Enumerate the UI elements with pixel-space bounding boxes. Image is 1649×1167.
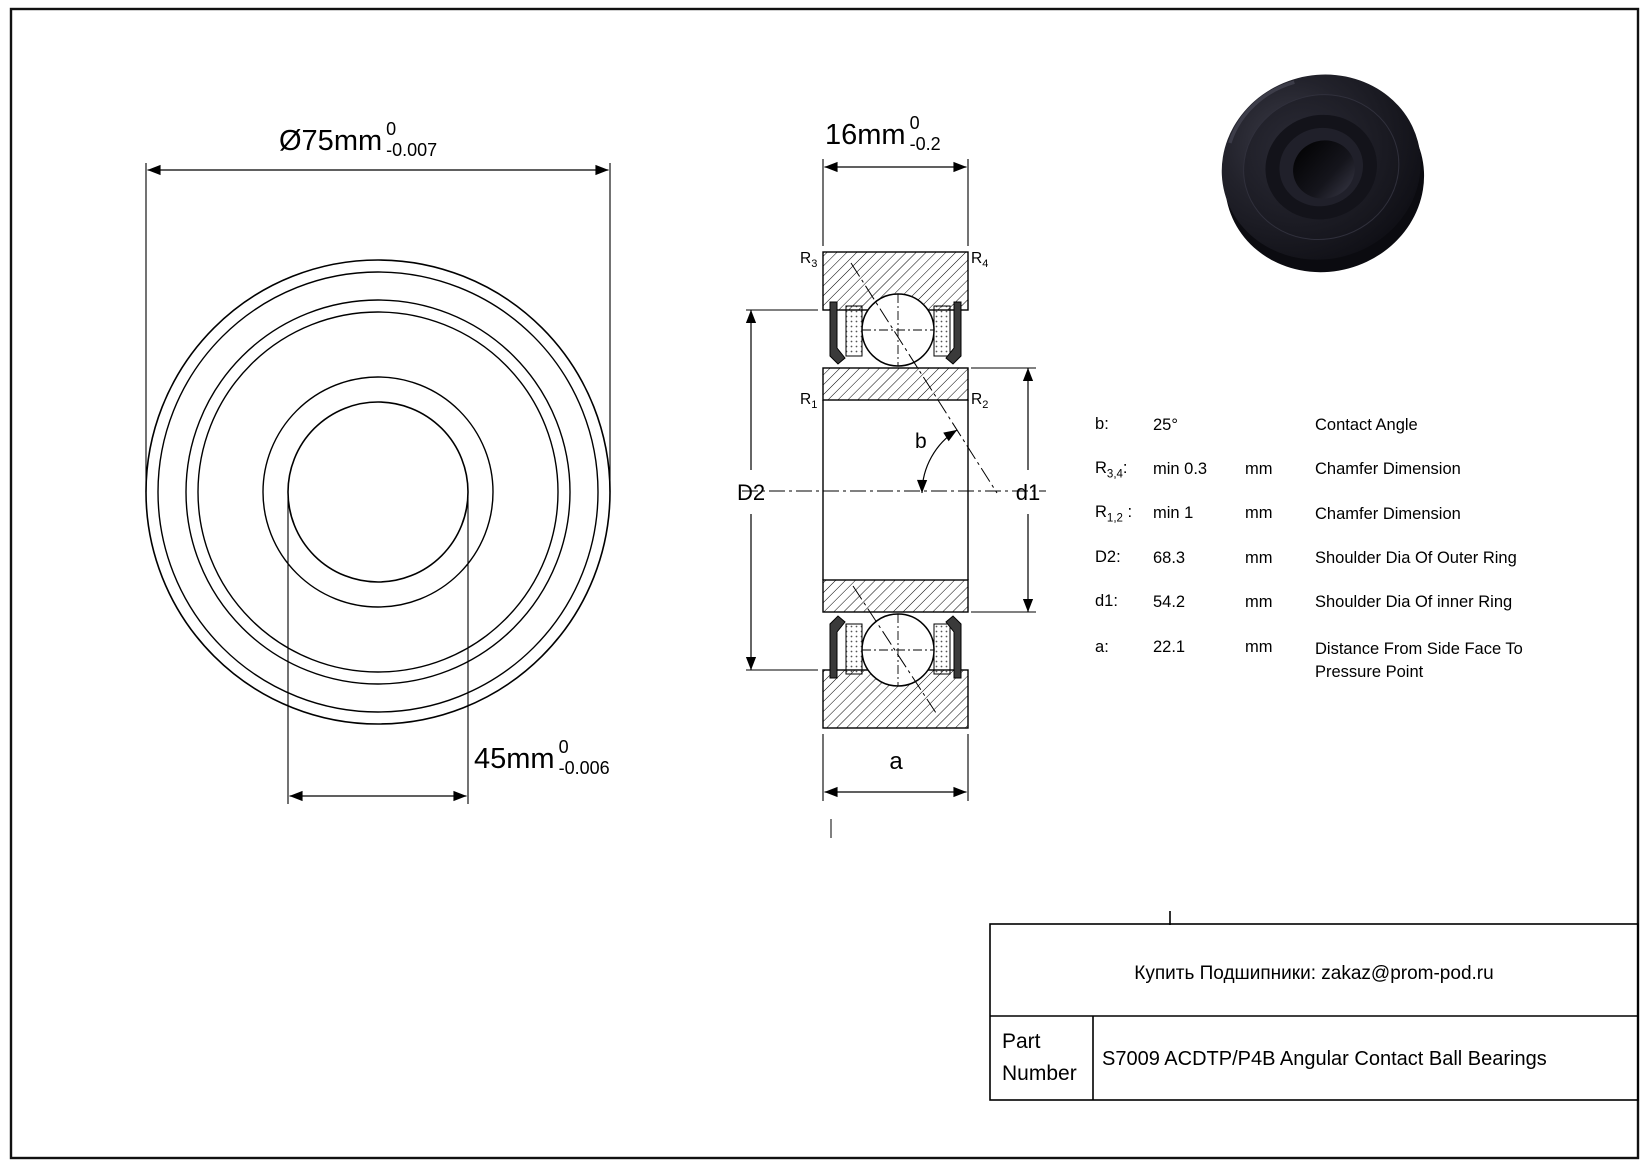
inner-ring-bottom-section bbox=[822, 579, 969, 613]
spec-desc: Shoulder Dia Of inner Ring bbox=[1315, 593, 1513, 612]
circle-inner-ring-face bbox=[262, 376, 494, 608]
circle-bore bbox=[287, 401, 469, 583]
spec-param: R3,4: bbox=[1095, 458, 1128, 481]
spec-param: R1,2 : bbox=[1095, 503, 1133, 525]
dimension-tolerance: 0 -0.006 bbox=[559, 737, 610, 778]
dim-75-lines bbox=[145, 163, 611, 492]
spec-param: b: bbox=[1095, 414, 1109, 433]
spec-unit: mm bbox=[1245, 593, 1273, 612]
dimension-tolerance: 0 -0.007 bbox=[386, 119, 437, 160]
bearing-bore bbox=[1293, 140, 1355, 199]
spec-unit: mm bbox=[1245, 548, 1273, 567]
outer-diameter-dimension: Ø75mm 0 -0.007 bbox=[279, 119, 437, 167]
spec-value: 54.2 bbox=[1153, 593, 1186, 612]
tolerance-upper: 0 bbox=[558, 737, 569, 757]
spec-value: 25° bbox=[1153, 415, 1178, 434]
spec-row: d1: 54.2 mm Shoulder Dia Of inner Ring bbox=[1095, 581, 1575, 625]
tolerance-upper: 0 bbox=[386, 119, 397, 139]
label-b: b bbox=[915, 430, 927, 453]
dimension-value: Ø75mm bbox=[279, 125, 383, 157]
spec-desc: Chamfer Dimension bbox=[1315, 504, 1461, 523]
angle-b-arc bbox=[916, 429, 958, 494]
dim-a-lines bbox=[822, 734, 969, 801]
dim-45-lines bbox=[287, 497, 469, 804]
seal-sections bbox=[829, 301, 962, 679]
part-number-label: Part Number bbox=[1002, 1026, 1077, 1089]
title-block-frame bbox=[989, 911, 1639, 1101]
dim-d2-lines bbox=[745, 309, 818, 671]
dimension-tolerance: 0 -0.2 bbox=[910, 113, 941, 154]
ball-center-marks bbox=[862, 294, 934, 686]
section-view-drawing bbox=[742, 159, 1046, 838]
page-border bbox=[9, 7, 1640, 1160]
spec-param: a: bbox=[1095, 637, 1109, 656]
spec-param: d1: bbox=[1095, 592, 1118, 611]
contact-angle-line-top bbox=[850, 262, 998, 494]
part-number-value: S7009 ACDTP/P4B Angular Contact Ball Bea… bbox=[1102, 1048, 1547, 1070]
chamfer-label-r3: R3 bbox=[800, 250, 818, 271]
label-d1: d1 bbox=[1015, 480, 1041, 505]
bearing-3d-image bbox=[1221, 74, 1425, 273]
spec-unit: mm bbox=[1245, 504, 1273, 523]
spec-desc: Contact Angle bbox=[1315, 415, 1418, 434]
spec-desc: Shoulder Dia Of Outer Ring bbox=[1315, 548, 1517, 567]
spec-param: D2: bbox=[1095, 547, 1121, 566]
tolerance-upper: 0 bbox=[909, 113, 920, 133]
spec-desc: Chamfer Dimension bbox=[1315, 460, 1461, 479]
contact-info: Купить Подшипники: zakaz@prom-pod.ru bbox=[1134, 963, 1494, 984]
spec-value: 68.3 bbox=[1153, 548, 1186, 567]
spec-table: b: 25° Contact Angle R3,4: min 0.3 mm Ch… bbox=[1095, 403, 1575, 683]
contact-angle-line-bottom bbox=[852, 585, 939, 717]
spec-row: R3,4: min 0.3 mm Chamfer Dimension bbox=[1095, 447, 1575, 491]
spec-row: R1,2 : min 1 mm Chamfer Dimension bbox=[1095, 492, 1575, 536]
part-label-line2: Number bbox=[1002, 1061, 1077, 1085]
tolerance-lower: -0.006 bbox=[558, 757, 610, 778]
dim-d1-lines bbox=[971, 367, 1036, 613]
circle-outer-ring-face bbox=[157, 271, 599, 713]
bearing-highlight bbox=[1228, 80, 1295, 144]
spec-row: D2: 68.3 mm Shoulder Dia Of Outer Ring bbox=[1095, 536, 1575, 580]
spec-value: min 0.3 bbox=[1153, 460, 1208, 479]
dimension-value: 16mm bbox=[825, 119, 906, 151]
circle-shield-edge bbox=[197, 311, 559, 673]
spec-unit: mm bbox=[1245, 460, 1273, 479]
part-label-line1: Part bbox=[1002, 1030, 1041, 1053]
front-view-drawing bbox=[145, 259, 611, 725]
spec-value: min 1 bbox=[1153, 504, 1194, 523]
inner-ring-top-section bbox=[822, 367, 969, 401]
chamfer-label-r2: R2 bbox=[971, 391, 989, 412]
circle-outer-raceway bbox=[185, 299, 571, 685]
bore-diameter-dimension: 45mm 0 -0.006 bbox=[474, 737, 610, 785]
spec-row: b: 25° Contact Angle bbox=[1095, 403, 1575, 447]
spec-value: 22.1 bbox=[1153, 637, 1186, 656]
chamfer-label-r1: R1 bbox=[800, 391, 818, 412]
circle-outer-diameter bbox=[145, 259, 611, 725]
dimension-value: 45mm bbox=[474, 743, 555, 775]
tolerance-lower: -0.007 bbox=[386, 139, 438, 160]
dim-16-lines bbox=[822, 159, 969, 246]
width-dimension: 16mm 0 -0.2 bbox=[825, 113, 941, 161]
cage-sections bbox=[845, 305, 951, 675]
chamfer-label-r4: R4 bbox=[971, 250, 989, 271]
label-d2: D2 bbox=[736, 480, 766, 505]
spec-unit: mm bbox=[1245, 637, 1273, 656]
label-a: a bbox=[889, 748, 903, 775]
tolerance-lower: -0.2 bbox=[909, 133, 941, 154]
